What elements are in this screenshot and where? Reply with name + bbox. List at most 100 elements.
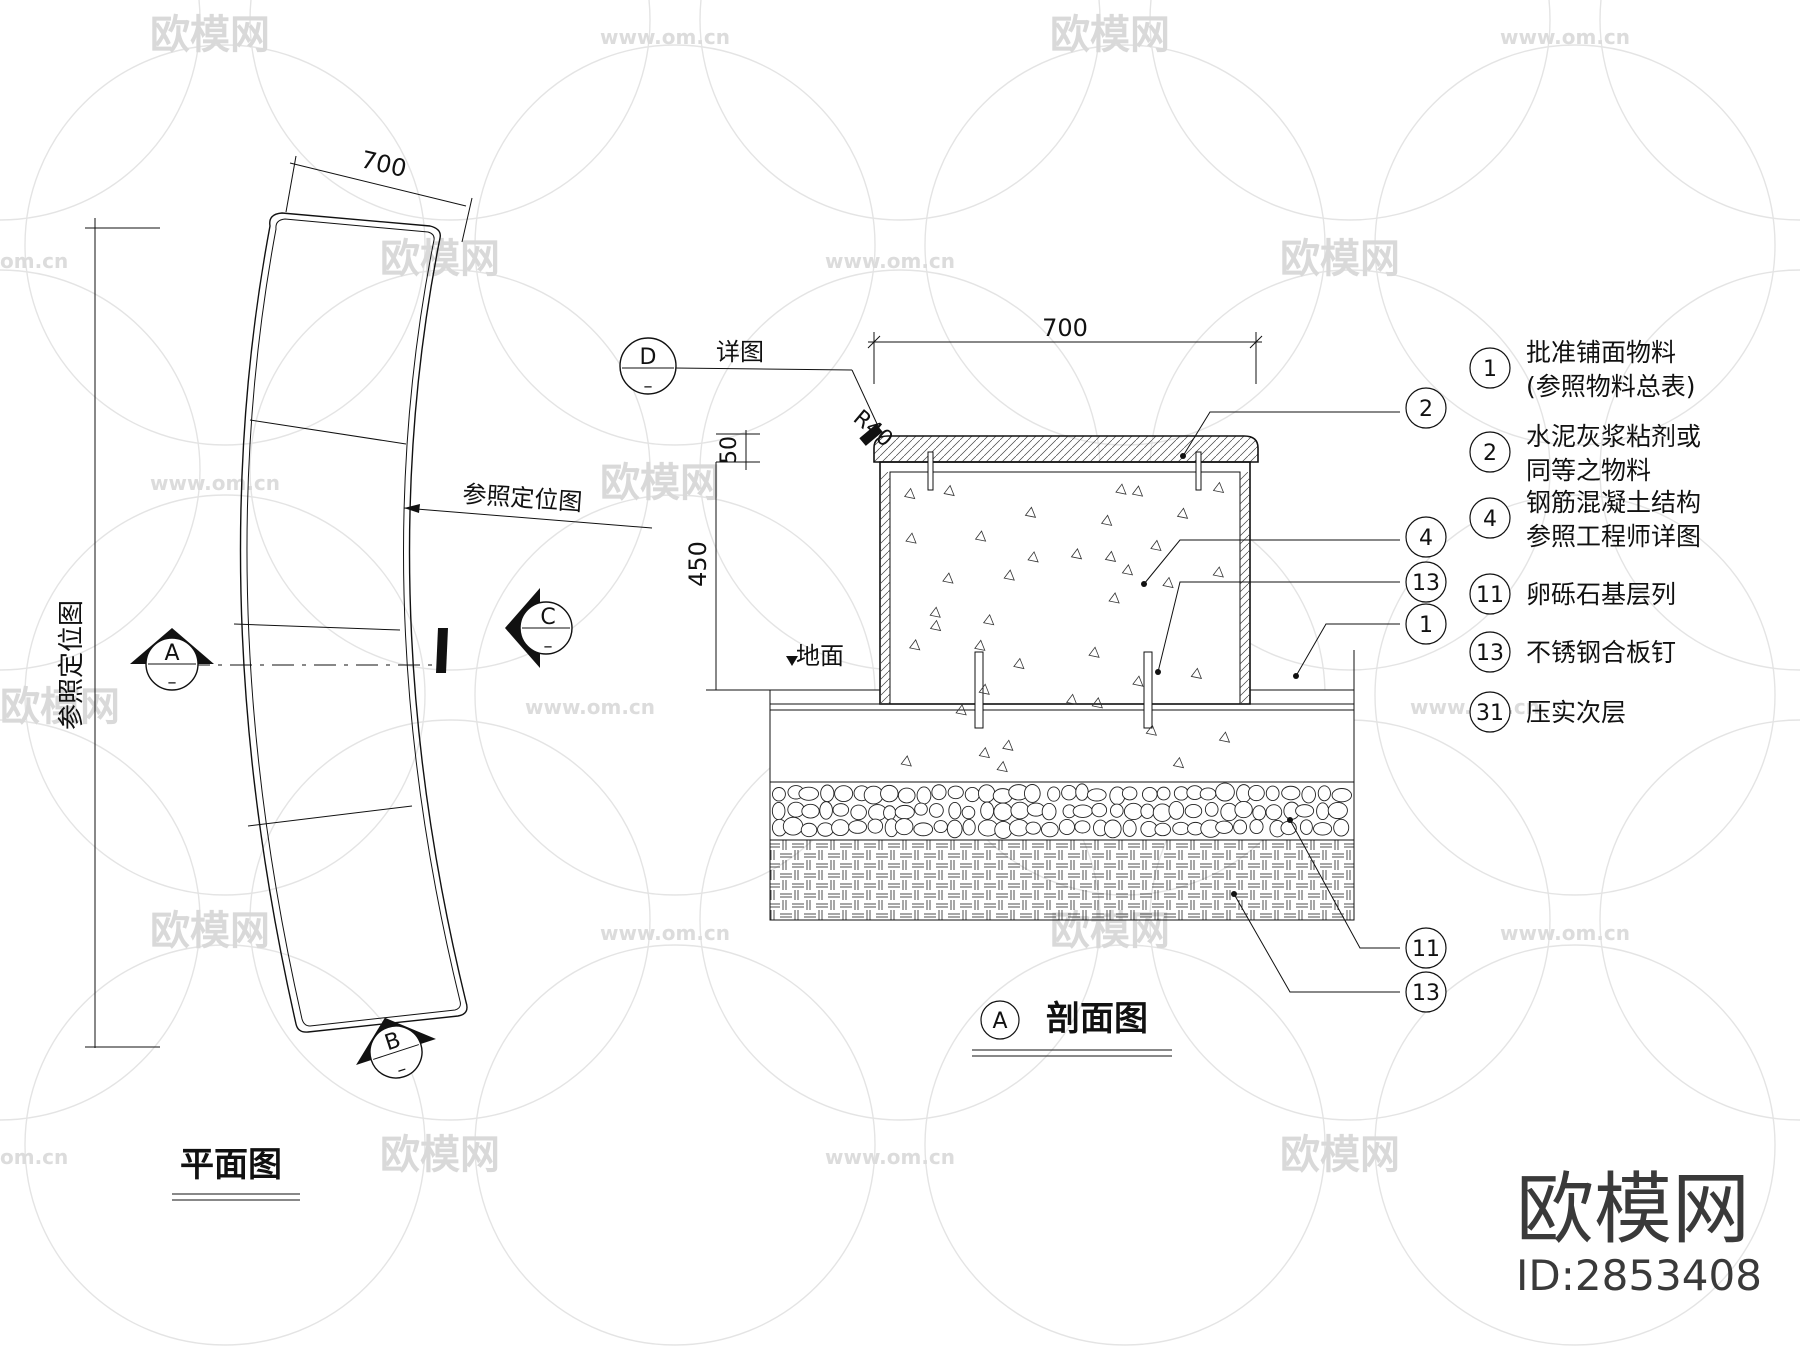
gravel-pebble xyxy=(798,786,819,801)
aggregate-mark xyxy=(1131,485,1144,497)
gravel-pebble xyxy=(880,784,899,803)
callout-bubbles: 2 4 13 1 11 13 xyxy=(1405,387,1447,1013)
gravel-pebble xyxy=(993,802,1013,822)
gravel-pebble xyxy=(961,805,976,820)
gravel-pebble xyxy=(948,801,962,820)
watermark-circle xyxy=(249,719,651,1121)
watermark-circle xyxy=(24,494,426,896)
gravel-pebble xyxy=(1327,802,1348,820)
callout-1-num: 1 xyxy=(1419,613,1433,638)
aggregate-mark xyxy=(903,487,916,500)
gravel-pebble xyxy=(883,805,897,821)
paving-right xyxy=(1249,689,1355,705)
callout-1: 1 xyxy=(1405,603,1447,645)
aggregate-mark xyxy=(1108,592,1120,604)
section-marker-c: C – xyxy=(505,588,573,668)
gravel-pebble xyxy=(1301,786,1316,804)
gravel-pebble xyxy=(817,822,834,837)
gravel-pebble xyxy=(1156,786,1171,801)
gravel-pebble xyxy=(1215,782,1235,802)
watermark-circle xyxy=(249,269,651,671)
detail-leader xyxy=(851,369,879,427)
watermark-url-short: om.cn xyxy=(0,249,68,273)
callout-4-num: 4 xyxy=(1419,526,1433,551)
brand-watermark: 欧模网 ID:2853408 xyxy=(1516,1165,1762,1300)
section-marker-b: B – xyxy=(356,1017,436,1081)
gravel-pebble xyxy=(1023,784,1041,803)
detail-marker-d: D – xyxy=(619,337,677,397)
section-dim-tick xyxy=(867,335,881,349)
brand-logo-text: 欧模网 xyxy=(1516,1165,1750,1255)
marker-a-sub: – xyxy=(168,672,177,693)
gravel-pebble xyxy=(1121,786,1138,801)
plan-joint xyxy=(247,805,413,827)
gravel-pebble xyxy=(933,820,948,833)
legend-text: 压实次层 xyxy=(1526,698,1626,727)
callout-4: 4 xyxy=(1405,516,1447,558)
gravel-pebble xyxy=(1234,801,1253,819)
watermark-circle xyxy=(474,944,876,1346)
section-dim-width: 700 xyxy=(1042,314,1088,342)
aggregate-mark xyxy=(1212,481,1225,494)
gravel-pebble xyxy=(913,822,934,837)
aggregate-mark xyxy=(1190,667,1203,679)
gravel-pebble xyxy=(771,801,786,821)
watermark-brand: 欧模网 xyxy=(150,12,270,58)
callout-11-num: 11 xyxy=(1412,937,1440,962)
aggregate-mark xyxy=(929,606,941,618)
gravel-pebble xyxy=(1058,819,1075,835)
gravel-pebble xyxy=(782,816,804,836)
section-dim-tick xyxy=(1249,335,1263,349)
gravel-pebble xyxy=(1154,822,1171,837)
aggregate-mark xyxy=(1002,739,1014,751)
gravel-pebble xyxy=(832,803,850,817)
plan-ref-vertical-label: 参照定位图 xyxy=(57,600,87,730)
gravel-pebble xyxy=(819,801,833,820)
aggregate-mark xyxy=(1091,697,1103,709)
aggregate-mark xyxy=(1150,539,1162,552)
plan-view: 700 参照定位图 参照定位图 A – B – xyxy=(57,145,653,1201)
legend-text: 卵砾石基层列 xyxy=(1526,580,1676,609)
gravel-pebble xyxy=(1316,802,1330,821)
watermark-circle xyxy=(1149,0,1551,221)
gravel-pebble xyxy=(964,787,980,803)
gravel-pebble xyxy=(1204,802,1219,817)
watermark-url: www.om.cn xyxy=(600,921,730,945)
legend-bubble xyxy=(1469,497,1511,539)
marker-d-sub: – xyxy=(644,376,653,397)
legend-number: 31 xyxy=(1476,701,1504,726)
aggregate-mark xyxy=(982,613,995,626)
watermark-brand: 欧模网 xyxy=(1280,236,1400,282)
legend-text: 水泥灰浆粘剂或 xyxy=(1526,422,1701,451)
legend-bubble xyxy=(1469,691,1511,733)
watermark-brand: 欧模网 xyxy=(600,460,720,506)
aggregate-mark xyxy=(1088,646,1100,658)
gravel-pebble xyxy=(1331,788,1352,803)
marker-a-letter: A xyxy=(164,641,179,666)
watermark-circle xyxy=(24,44,426,446)
watermark-circle xyxy=(1374,494,1776,896)
gravel-pebble xyxy=(1152,803,1172,822)
callout-11: 11 xyxy=(1405,927,1447,969)
gravel-pebble xyxy=(850,804,867,821)
gravel-pebble xyxy=(897,787,916,804)
gravel-pebble xyxy=(1040,821,1059,838)
plan-section-end-mark xyxy=(436,628,448,673)
gravel-pebble xyxy=(962,818,976,836)
aggregate-mark xyxy=(942,572,954,584)
aggregate-mark xyxy=(900,755,912,767)
legend-number: 2 xyxy=(1483,441,1497,466)
layer-gravel xyxy=(771,782,1352,839)
bench-mortar-right xyxy=(1240,472,1250,704)
watermark-circle xyxy=(699,0,1101,221)
gravel-pebble xyxy=(1299,819,1313,835)
legend-number: 11 xyxy=(1476,583,1504,608)
watermark-circle xyxy=(1374,44,1776,446)
marker-c-sub: – xyxy=(544,636,553,657)
watermark-circle xyxy=(1374,944,1776,1346)
aggregate-mark xyxy=(1070,548,1083,560)
gravel-pebble xyxy=(978,784,996,803)
legend-bubble xyxy=(1469,431,1511,473)
aggregate-mark xyxy=(908,639,921,651)
